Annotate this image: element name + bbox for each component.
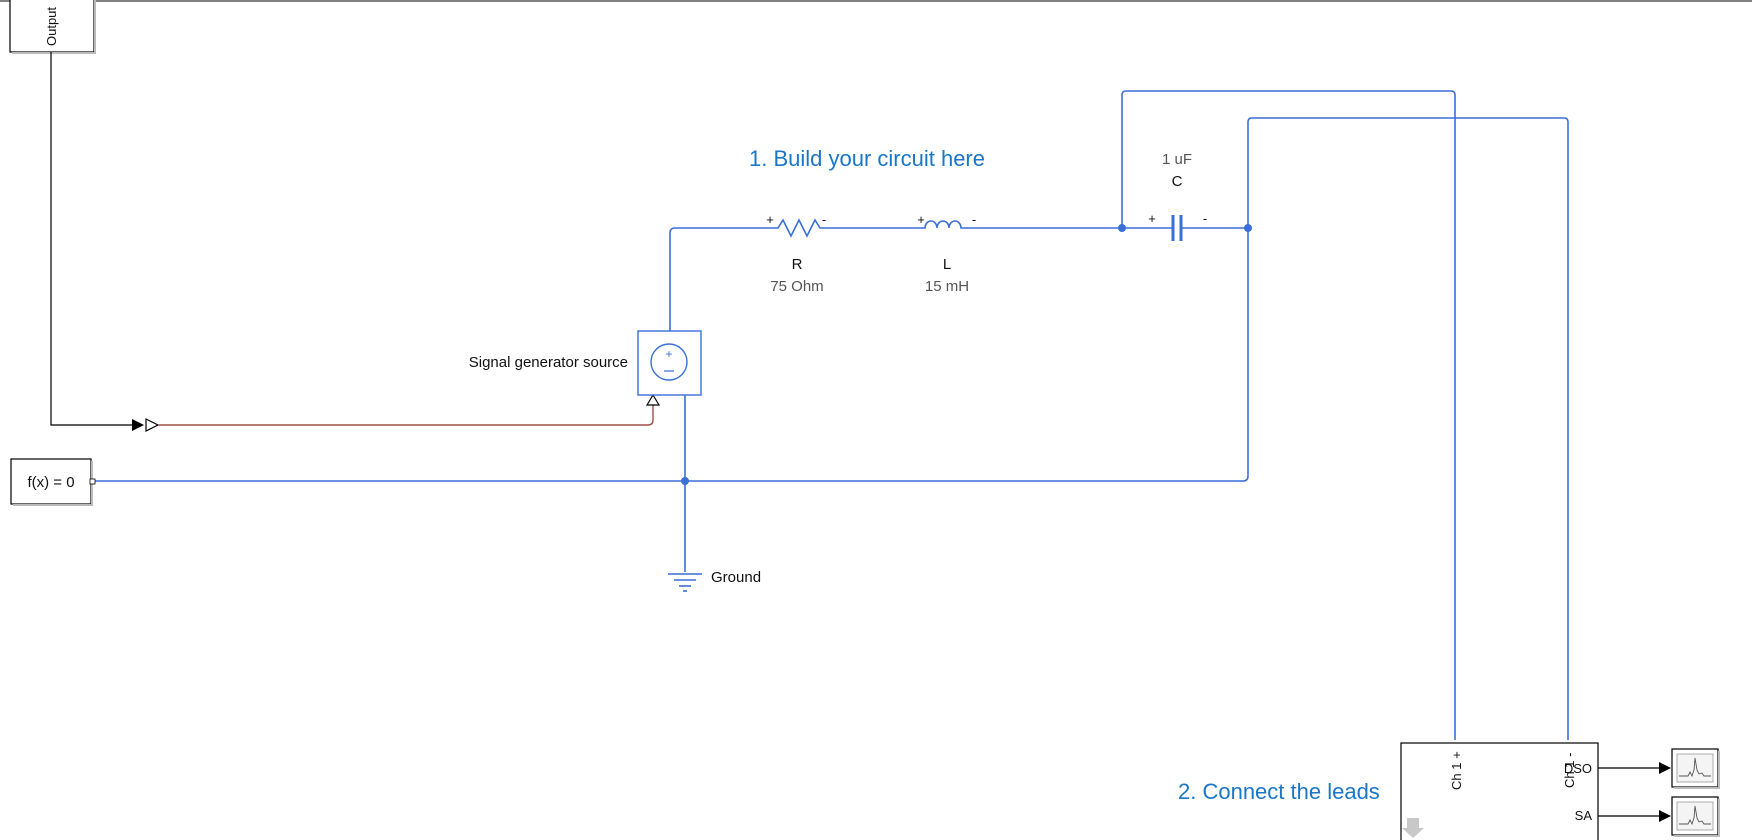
scope-waveform-icon (1679, 805, 1711, 826)
ch1-minus-label: Ch 1 - (1562, 753, 1577, 788)
signal-line-output[interactable] (50, 52, 132, 426)
voltage-source-icon (650, 343, 688, 381)
capacitor-name: C (1172, 173, 1183, 190)
capacitor-minus: - (1203, 211, 1207, 226)
ground-block[interactable] (668, 573, 702, 592)
wire-to-ch1-minus[interactable] (1247, 117, 1569, 740)
signal-arrow-icon (132, 419, 144, 431)
inductor-plus: + (917, 212, 925, 227)
scope-subsystem-block[interactable]: Ch 1 + Ch 1 - DSO SA (1400, 742, 1599, 840)
inductor-value: 15 mH (925, 278, 969, 295)
junction-dot (1244, 224, 1252, 232)
dso-arrow-icon (1659, 762, 1671, 774)
output-port-label: Output (44, 7, 59, 46)
output-port-block[interactable]: Output (9, 0, 96, 54)
capacitor-value: 1 uF (1162, 151, 1192, 168)
wire-node-to-ground-rail[interactable] (685, 228, 1249, 482)
annotation-build-circuit: 1. Build your circuit here (749, 146, 985, 171)
physical-input-port-icon (645, 393, 661, 406)
inductor-minus: - (972, 212, 976, 227)
resistor-name: R (792, 256, 803, 273)
solver-label: f(x) = 0 (27, 474, 74, 491)
scope-waveform-icon (1679, 757, 1711, 778)
sa-scope-block[interactable] (1671, 796, 1720, 837)
dso-port-label: DSO (1564, 761, 1592, 776)
solver-port-icon (89, 478, 96, 485)
dso-scope-block[interactable] (1671, 748, 1720, 789)
ground-label: Ground (711, 569, 761, 586)
solver-configuration-block[interactable]: f(x) = 0 (10, 458, 96, 506)
inductor-name: L (943, 256, 951, 273)
capacitor-plus: + (1148, 211, 1156, 226)
physical-signal-line[interactable] (158, 405, 654, 426)
physical-signal-converter-icon (145, 418, 160, 432)
subsystem-arrow-icon (1402, 818, 1424, 838)
junction-dot (681, 477, 689, 485)
capacitor-block[interactable]: + - (1148, 211, 1207, 241)
wire-source-to-resistor[interactable] (669, 227, 770, 331)
resistor-icon (770, 218, 822, 238)
sa-port-label: SA (1575, 808, 1593, 823)
resistor-block[interactable]: + - (766, 212, 826, 238)
inductor-block[interactable]: + - (917, 212, 976, 229)
source-label: Signal generator source (469, 354, 628, 371)
sa-arrow-icon (1659, 810, 1671, 822)
ch1-plus-label: Ch 1 + (1449, 751, 1464, 790)
resistor-minus: - (822, 212, 826, 227)
annotation-connect-leads: 2. Connect the leads (1178, 779, 1380, 804)
inductor-icon (918, 220, 972, 229)
source-plus-sign: + (665, 347, 672, 361)
junction-dot (1118, 224, 1126, 232)
wires (93, 90, 1569, 740)
signal-generator-source-block[interactable]: + (637, 330, 702, 396)
resistor-value: 75 Ohm (770, 278, 823, 295)
resistor-plus: + (766, 212, 774, 227)
wire-to-ch1-plus[interactable] (1121, 90, 1456, 740)
